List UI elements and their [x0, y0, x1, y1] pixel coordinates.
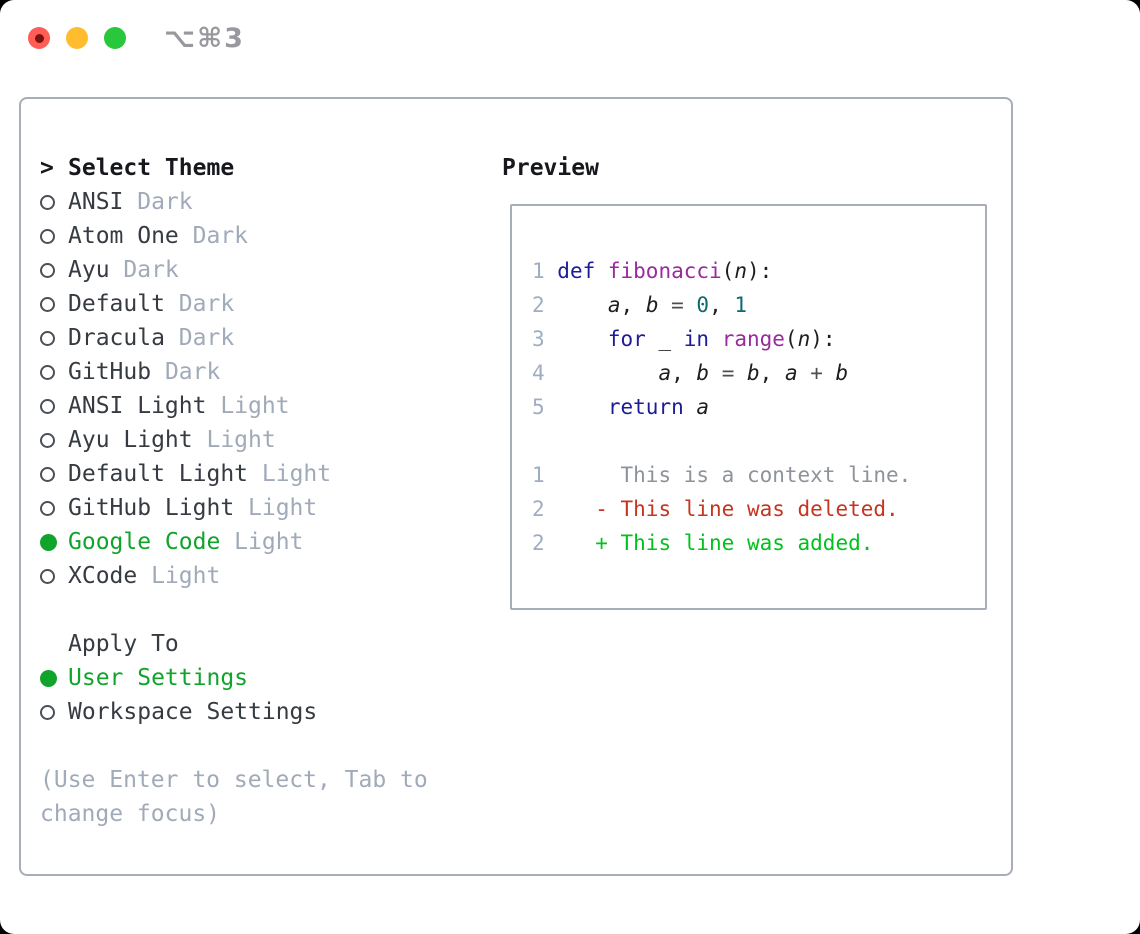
theme-name: Default Light [68, 461, 262, 487]
prompt-icon: > [40, 155, 54, 181]
code-line [532, 424, 985, 458]
theme-variant-label: Light [234, 529, 304, 555]
radio-icon [40, 364, 55, 380]
theme-variant-label: Dark [123, 257, 179, 283]
close-button[interactable] [28, 27, 50, 49]
theme-variant-label: Light [261, 461, 332, 487]
radio-icon [40, 500, 55, 516]
select-theme-header-row: > Select Theme [40, 151, 470, 185]
code-line: 4 a, b = b, a + b [532, 361, 849, 385]
apply-option-workspace-settings[interactable]: Workspace Settings [40, 695, 470, 729]
theme-name: GitHub Light [68, 495, 249, 521]
theme-variant-label: Light [220, 393, 290, 419]
theme-variant-label: Dark [178, 291, 235, 317]
preview-header: Preview [502, 155, 599, 181]
theme-option-atom-one-dark[interactable]: Atom One Dark [40, 219, 470, 253]
theme-name: ANSI Light [68, 393, 221, 419]
radio-icon [40, 466, 55, 482]
theme-name: Atom One [68, 223, 193, 249]
preview-code: 1 def fibonacci(n): 2 a, b = 0, 1 3 for _ … [512, 206, 985, 560]
apply-option-label: Workspace Settings [68, 699, 318, 725]
theme-name: Ayu [68, 257, 124, 283]
code-line: 3 for _ in range(n): [532, 327, 836, 351]
theme-name: GitHub [68, 359, 165, 385]
theme-variant-label: Light [248, 495, 318, 521]
theme-option-github-dark[interactable]: GitHub Dark [40, 355, 470, 389]
theme-option-google-code-light[interactable]: Google Code Light [40, 525, 470, 559]
theme-option-ayu-light-light[interactable]: Ayu Light Light [40, 423, 470, 457]
theme-variant-label: Light [151, 563, 221, 589]
titlebar: ⌥⌘3 [28, 22, 245, 54]
radio-icon [40, 704, 55, 720]
code-line: 5 return a [532, 395, 710, 419]
radio-icon [40, 330, 55, 346]
hint-text: (Use Enter to select, Tab to change focu… [40, 767, 428, 827]
apply-option-label: User Settings [68, 665, 249, 691]
radio-icon [40, 194, 55, 210]
theme-variant-label: Dark [137, 189, 193, 215]
radio-icon [40, 432, 55, 448]
theme-name: Google Code [68, 529, 235, 555]
theme-option-default-dark[interactable]: Default Dark [40, 287, 470, 321]
theme-variant-label: Dark [164, 359, 221, 385]
radio-selected-icon [40, 669, 57, 687]
radio-icon [40, 262, 55, 278]
radio-icon [40, 296, 55, 312]
theme-option-dracula-dark[interactable]: Dracula Dark [40, 321, 470, 355]
code-line: 2 a, b = 0, 1 [532, 293, 748, 317]
select-theme-header: Select Theme [68, 155, 235, 181]
code-line: 1 This is a context line. [532, 463, 912, 487]
window-title: ⌥⌘3 [164, 22, 245, 54]
theme-name: Ayu Light [68, 427, 207, 453]
theme-name: ANSI [68, 189, 138, 215]
radio-icon [40, 228, 55, 244]
code-line: 1 def fibonacci(n): [532, 259, 773, 283]
code-line: 2 - This line was deleted. [532, 497, 899, 521]
theme-name: Default [68, 291, 179, 317]
preview-panel: 1 def fibonacci(n): 2 a, b = 0, 1 3 for _ … [510, 204, 987, 610]
apply-option-user-settings[interactable]: User Settings [40, 661, 470, 695]
radio-selected-icon [40, 533, 57, 551]
code-line: 2 + This line was added. [532, 531, 874, 555]
theme-option-ansi-light-light[interactable]: ANSI Light Light [40, 389, 470, 423]
theme-name: Dracula [68, 325, 179, 351]
zoom-button[interactable] [104, 27, 126, 49]
theme-variant-label: Light [206, 427, 276, 453]
radio-icon [40, 568, 55, 584]
apply-to-header: Apply To [68, 631, 179, 657]
theme-name: XCode [68, 563, 152, 589]
theme-option-ansi-dark[interactable]: ANSI Dark [40, 185, 470, 219]
radio-icon [40, 398, 55, 414]
theme-option-default-light-light[interactable]: Default Light Light [40, 457, 470, 491]
apply-to-header-row: Apply To [40, 627, 470, 661]
theme-variant-label: Dark [192, 223, 249, 249]
theme-option-xcode-light[interactable]: XCode Light [40, 559, 470, 593]
theme-variant-label: Dark [178, 325, 235, 351]
minimize-button[interactable] [66, 27, 88, 49]
theme-option-ayu-dark[interactable]: Ayu Dark [40, 253, 470, 287]
close-dot-icon [34, 33, 44, 43]
theme-option-github-light-light[interactable]: GitHub Light Light [40, 491, 470, 525]
